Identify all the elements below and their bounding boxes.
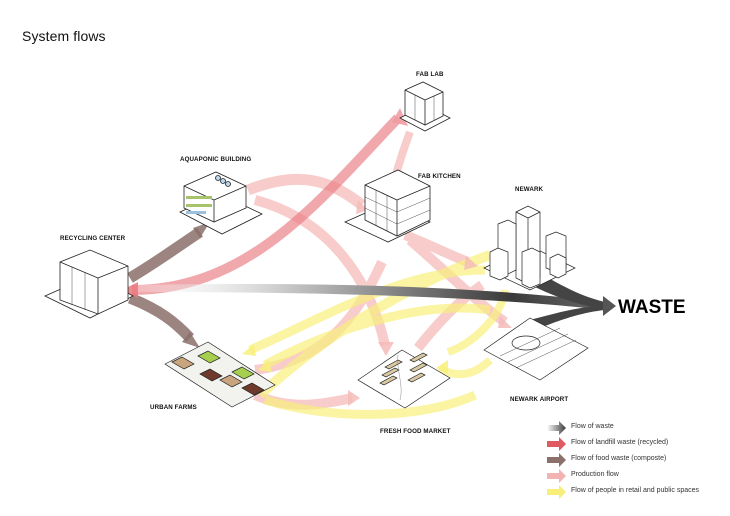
legend-item-production: Production flow <box>545 468 725 484</box>
legend-item-waste: Flow of waste <box>545 420 725 436</box>
arrow-right-icon <box>547 469 566 483</box>
arrow-right-icon <box>547 485 566 499</box>
legend: Flow of waste Flow of landfill waste (re… <box>545 420 725 500</box>
waste-flow-main <box>135 283 605 310</box>
arrowhead-people-market <box>436 360 448 374</box>
node-label-fab-kitchen: FAB KITCHEN <box>418 173 461 180</box>
arrowhead-aquaponic <box>193 222 210 238</box>
arrowhead-people-farms-1 <box>242 344 256 356</box>
newark-airport-site[interactable] <box>483 317 589 381</box>
node-label-fresh-food-market: FRESH FOOD MARKET <box>380 428 451 435</box>
flow-arrowheads <box>122 108 512 406</box>
urban-farms-site[interactable] <box>164 341 276 408</box>
page-title: System flows <box>22 28 106 44</box>
arrowhead-farms <box>182 332 200 348</box>
arrowhead-fablab <box>392 108 408 126</box>
recycling-center-building[interactable] <box>44 249 134 319</box>
arrow-right-icon <box>547 421 566 435</box>
node-label-newark: NEWARK <box>515 186 544 193</box>
legend-item-food-waste: Flow of food waste (composte) <box>545 452 725 468</box>
legend-label: Flow of waste <box>571 423 614 430</box>
food-waste-flow-recycling-to-farms <box>127 292 195 342</box>
fresh-food-market-site[interactable] <box>357 349 451 409</box>
arrow-right-icon <box>547 437 566 451</box>
node-label-newark-airport: NEWARK AIRPORT <box>510 396 568 403</box>
production-flow-aquaponic-to-kitchen <box>246 173 366 210</box>
waste-label: WASTE <box>618 297 686 318</box>
production-flow-kitchen-to-newark <box>403 230 470 267</box>
node-label-urban-farms: URBAN FARMS <box>150 404 197 411</box>
fab-kitchen-building[interactable] <box>344 169 431 243</box>
legend-label: Production flow <box>571 471 619 478</box>
legend-label: Flow of food waste (composte) <box>571 455 667 462</box>
legend-label: Flow of people in retail and public spac… <box>571 487 700 494</box>
arrowhead-market-top <box>378 342 394 356</box>
arrowhead-airport <box>498 316 512 328</box>
legend-label: Flow of landfill waste (recycled) <box>571 439 669 446</box>
waste-arrowhead <box>603 296 616 316</box>
waste-flow-airport-branch <box>530 306 605 328</box>
arrowhead-newark <box>464 256 478 270</box>
people-flow-farms-to-newark <box>256 250 492 399</box>
node-label-aquaponic-building: AQUAPONIC BUILDING <box>180 156 251 163</box>
legend-item-people: Flow of people in retail and public spac… <box>545 484 725 500</box>
arrowhead-recycling <box>122 282 138 298</box>
node-label-recycling-center: RECYCLING CENTER <box>60 235 126 242</box>
fab-lab-building[interactable] <box>399 81 451 132</box>
arrow-right-icon <box>547 453 566 467</box>
node-label-fab-lab: FAB LAB <box>416 71 444 78</box>
people-flow-farms-to-airport <box>263 390 477 419</box>
arrowhead-market-left <box>348 390 360 406</box>
people-flow-airport-to-farms <box>262 303 491 369</box>
legend-item-landfill-recycled: Flow of landfill waste (recycled) <box>545 436 725 452</box>
food-waste-flow-recycling-to-aquaponic <box>127 227 203 283</box>
arrowhead-people-farms-2 <box>258 360 272 372</box>
food-waste-flows <box>127 227 203 342</box>
newark-city-blocks[interactable] <box>483 205 576 291</box>
aquaponic-building[interactable] <box>179 171 263 235</box>
